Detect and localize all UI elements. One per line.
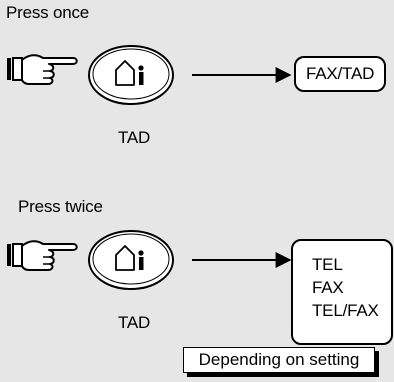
tad-label-1: TAD [118, 128, 151, 147]
tad-button-2 [88, 230, 174, 290]
result-box-1 [294, 56, 386, 92]
instruction-press-twice: Press twice [18, 197, 103, 216]
tad-button-1 [88, 45, 174, 105]
depending-on-setting-note: Depending on setting [183, 347, 375, 373]
result-fax-tad: FAX/TAD [306, 64, 375, 83]
tad-label-2: TAD [118, 313, 151, 332]
result-tel: TEL [312, 255, 343, 274]
result-fax: FAX [312, 278, 344, 297]
pointing-hand-icon-2 [6, 240, 78, 271]
result-tel-fax: TEL/FAX [312, 301, 379, 320]
result-box-2 [291, 239, 393, 345]
pointing-hand-icon-1 [6, 54, 78, 85]
instruction-press-once: Press once [6, 3, 90, 22]
